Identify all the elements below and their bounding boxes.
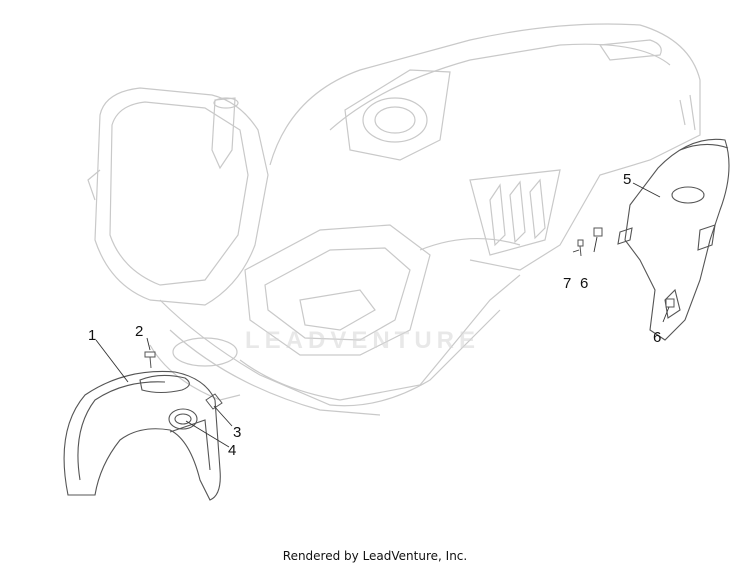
leader-lines	[95, 182, 670, 448]
callout-6-upper[interactable]: 6	[580, 275, 589, 292]
footer-credit: Rendered by LeadVenture, Inc.	[282, 549, 468, 563]
callout-5[interactable]: 5	[623, 171, 632, 188]
front-mudguard	[63, 370, 221, 501]
callout-3[interactable]: 3	[233, 424, 242, 441]
scooter-body-frame	[87, 23, 701, 416]
badge-part-3	[205, 393, 223, 410]
callout-6-lower[interactable]: 6	[653, 329, 662, 346]
watermark: LEADVENTURE	[245, 327, 481, 354]
screw-part-2	[144, 351, 156, 369]
rear-mudguard	[617, 138, 730, 341]
callout-1[interactable]: 1	[88, 327, 97, 344]
small-hardware	[577, 227, 675, 308]
callout-7[interactable]: 7	[563, 275, 572, 292]
callout-2[interactable]: 2	[135, 323, 144, 340]
callout-4[interactable]: 4	[228, 442, 237, 459]
